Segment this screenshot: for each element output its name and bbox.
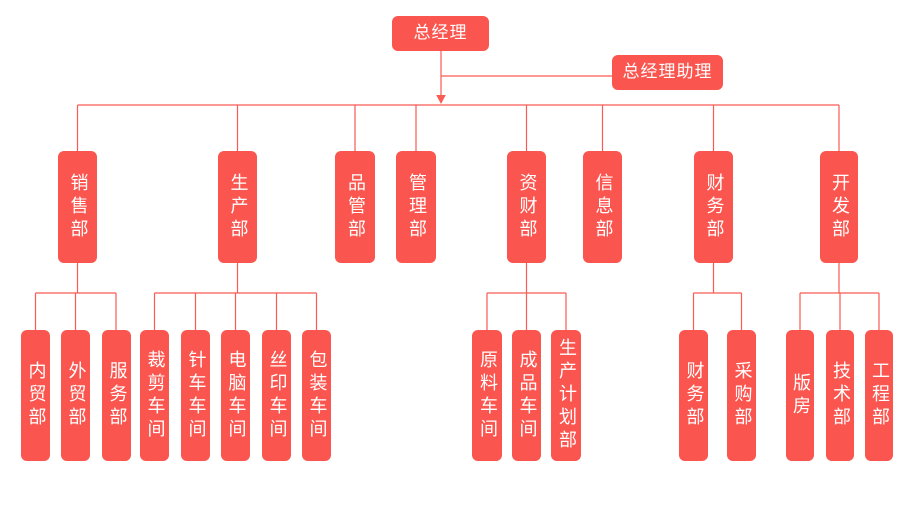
org-node-cutting-workshop[interactable]: 裁剪车间	[140, 330, 169, 461]
node-label: 总经理	[413, 23, 468, 43]
node-label: 财务部	[703, 172, 725, 242]
production-branch	[153, 263, 318, 330]
node-label: 采购部	[731, 361, 753, 430]
org-node-quality[interactable]: 品管部	[335, 151, 375, 263]
node-label: 技术部	[830, 361, 851, 430]
org-node-service[interactable]: 服务部	[102, 330, 131, 461]
node-label: 版房	[790, 372, 811, 419]
node-label: 信息部	[592, 172, 614, 242]
org-node-purchasing[interactable]: 采购部	[727, 330, 756, 461]
node-label: 裁剪车间	[144, 349, 166, 442]
arrow-down-icon	[436, 95, 446, 104]
org-node-finance-sub[interactable]: 财务部	[679, 330, 708, 461]
org-node-pattern-room[interactable]: 版房	[786, 330, 814, 461]
org-node-packing-workshop[interactable]: 包装车间	[302, 330, 331, 461]
node-label: 外贸部	[65, 361, 87, 430]
org-node-silkprint-workshop[interactable]: 丝印车间	[262, 330, 291, 461]
level2-drops	[76, 105, 840, 151]
node-label: 生产计划部	[556, 338, 577, 453]
finance-branch	[692, 263, 743, 330]
node-label: 服务部	[106, 361, 128, 430]
node-label: 工程部	[869, 361, 890, 430]
node-label: 开发部	[829, 172, 850, 242]
node-label: 电脑车间	[225, 349, 247, 442]
org-node-information[interactable]: 信息部	[583, 151, 622, 263]
node-label: 原料车间	[477, 349, 498, 442]
sales-branch	[34, 263, 117, 330]
node-label: 内贸部	[25, 361, 47, 430]
org-node-production-planning[interactable]: 生产计划部	[551, 330, 581, 461]
node-label: 销售部	[67, 172, 89, 242]
node-label: 生产部	[227, 172, 249, 242]
materials-branch	[486, 263, 567, 330]
org-node-sales[interactable]: 销售部	[58, 151, 97, 263]
node-label: 资财部	[516, 172, 538, 242]
org-node-engineering[interactable]: 工程部	[865, 330, 893, 461]
node-label: 总经理助理	[622, 62, 713, 82]
org-node-sewing-workshop[interactable]: 针车车间	[181, 330, 210, 461]
org-node-finished-goods-workshop[interactable]: 成品车间	[512, 330, 541, 461]
org-node-materials[interactable]: 资财部	[507, 151, 546, 263]
org-node-gm-assistant[interactable]: 总经理助理	[612, 55, 723, 90]
org-node-technology[interactable]: 技术部	[826, 330, 854, 461]
node-label: 财务部	[683, 361, 705, 430]
org-node-computer-workshop[interactable]: 电脑车间	[221, 330, 250, 461]
node-label: 管理部	[406, 172, 427, 242]
org-node-foreign-trade[interactable]: 外贸部	[61, 330, 90, 461]
org-node-development[interactable]: 开发部	[820, 151, 858, 263]
development-branch	[799, 263, 880, 330]
org-node-admin[interactable]: 管理部	[396, 151, 436, 263]
org-node-finance[interactable]: 财务部	[694, 151, 733, 263]
org-node-production[interactable]: 生产部	[218, 151, 257, 263]
org-node-raw-material-workshop[interactable]: 原料车间	[472, 330, 502, 461]
node-label: 品管部	[345, 172, 366, 242]
org-node-general-manager[interactable]: 总经理	[392, 16, 489, 51]
org-node-domestic-trade[interactable]: 内贸部	[21, 330, 50, 461]
node-label: 成品车间	[516, 349, 538, 442]
node-label: 包装车间	[306, 349, 328, 442]
node-label: 针车车间	[185, 349, 207, 442]
node-label: 丝印车间	[266, 349, 288, 442]
